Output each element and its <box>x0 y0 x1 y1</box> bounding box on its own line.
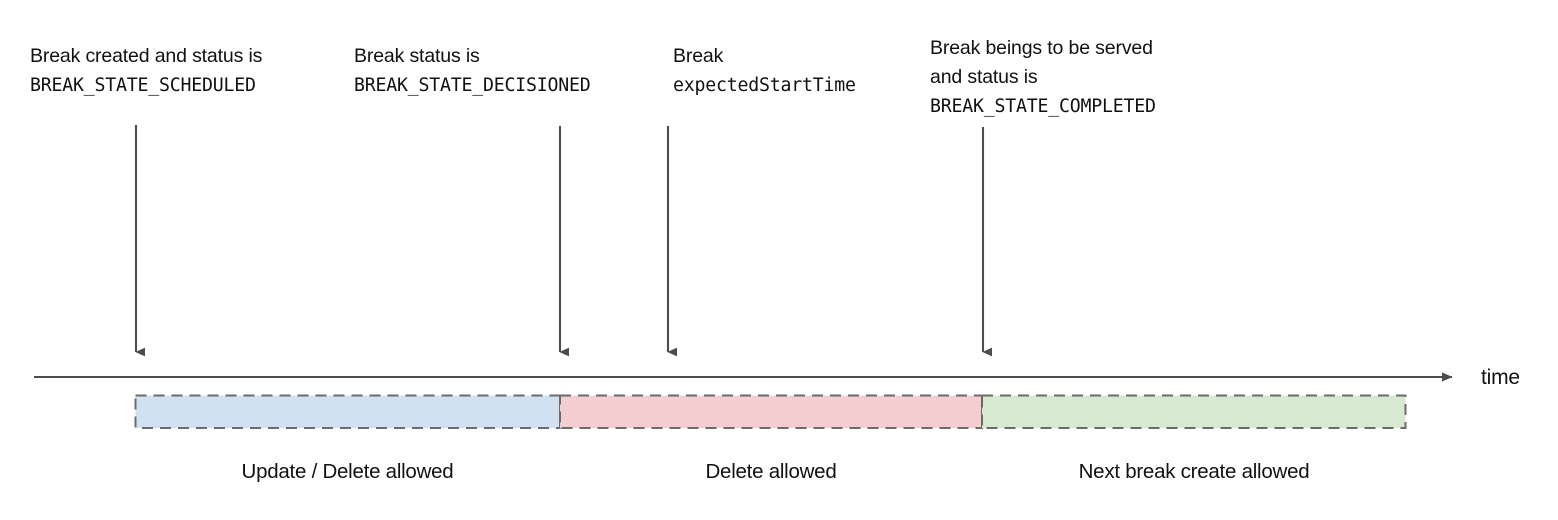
annotation-line: BREAK_STATE_SCHEDULED <box>30 75 256 96</box>
band-update-delete-allowed <box>134 394 561 429</box>
annotation-line: Break <box>673 45 724 67</box>
annotation-line: BREAK_STATE_DECISIONED <box>354 75 591 96</box>
band-caption-next-break-create-allowed: Next break create allowed <box>1078 460 1310 483</box>
annotation-line: BREAK_STATE_COMPLETED <box>930 96 1156 117</box>
annotation-break-completed: Break beings to be served and status is … <box>930 34 1156 121</box>
annotation-line: and status is <box>930 66 1038 88</box>
band-caption-delete-allowed: Delete allowed <box>705 460 837 483</box>
annotation-break-created: Break created and status is BREAK_STATE_… <box>30 42 262 100</box>
annotation-break-decisioned: Break status is BREAK_STATE_DECISIONED <box>354 42 591 100</box>
annotation-line: expectedStartTime <box>673 75 856 96</box>
band-next-break-create-allowed <box>981 394 1407 429</box>
time-axis-label: time <box>1481 366 1520 389</box>
marker-arrows <box>134 125 992 357</box>
band-delete-allowed <box>559 394 983 429</box>
annotation-break-expected-start-time: Break expectedStartTime <box>673 42 856 100</box>
annotation-line: Break status is <box>354 45 480 67</box>
annotation-line: Break created and status is <box>30 45 263 67</box>
timeline-bands <box>134 394 1407 429</box>
band-caption-update-delete-allowed: Update / Delete allowed <box>241 460 454 483</box>
annotation-line: Break beings to be served <box>930 37 1153 59</box>
